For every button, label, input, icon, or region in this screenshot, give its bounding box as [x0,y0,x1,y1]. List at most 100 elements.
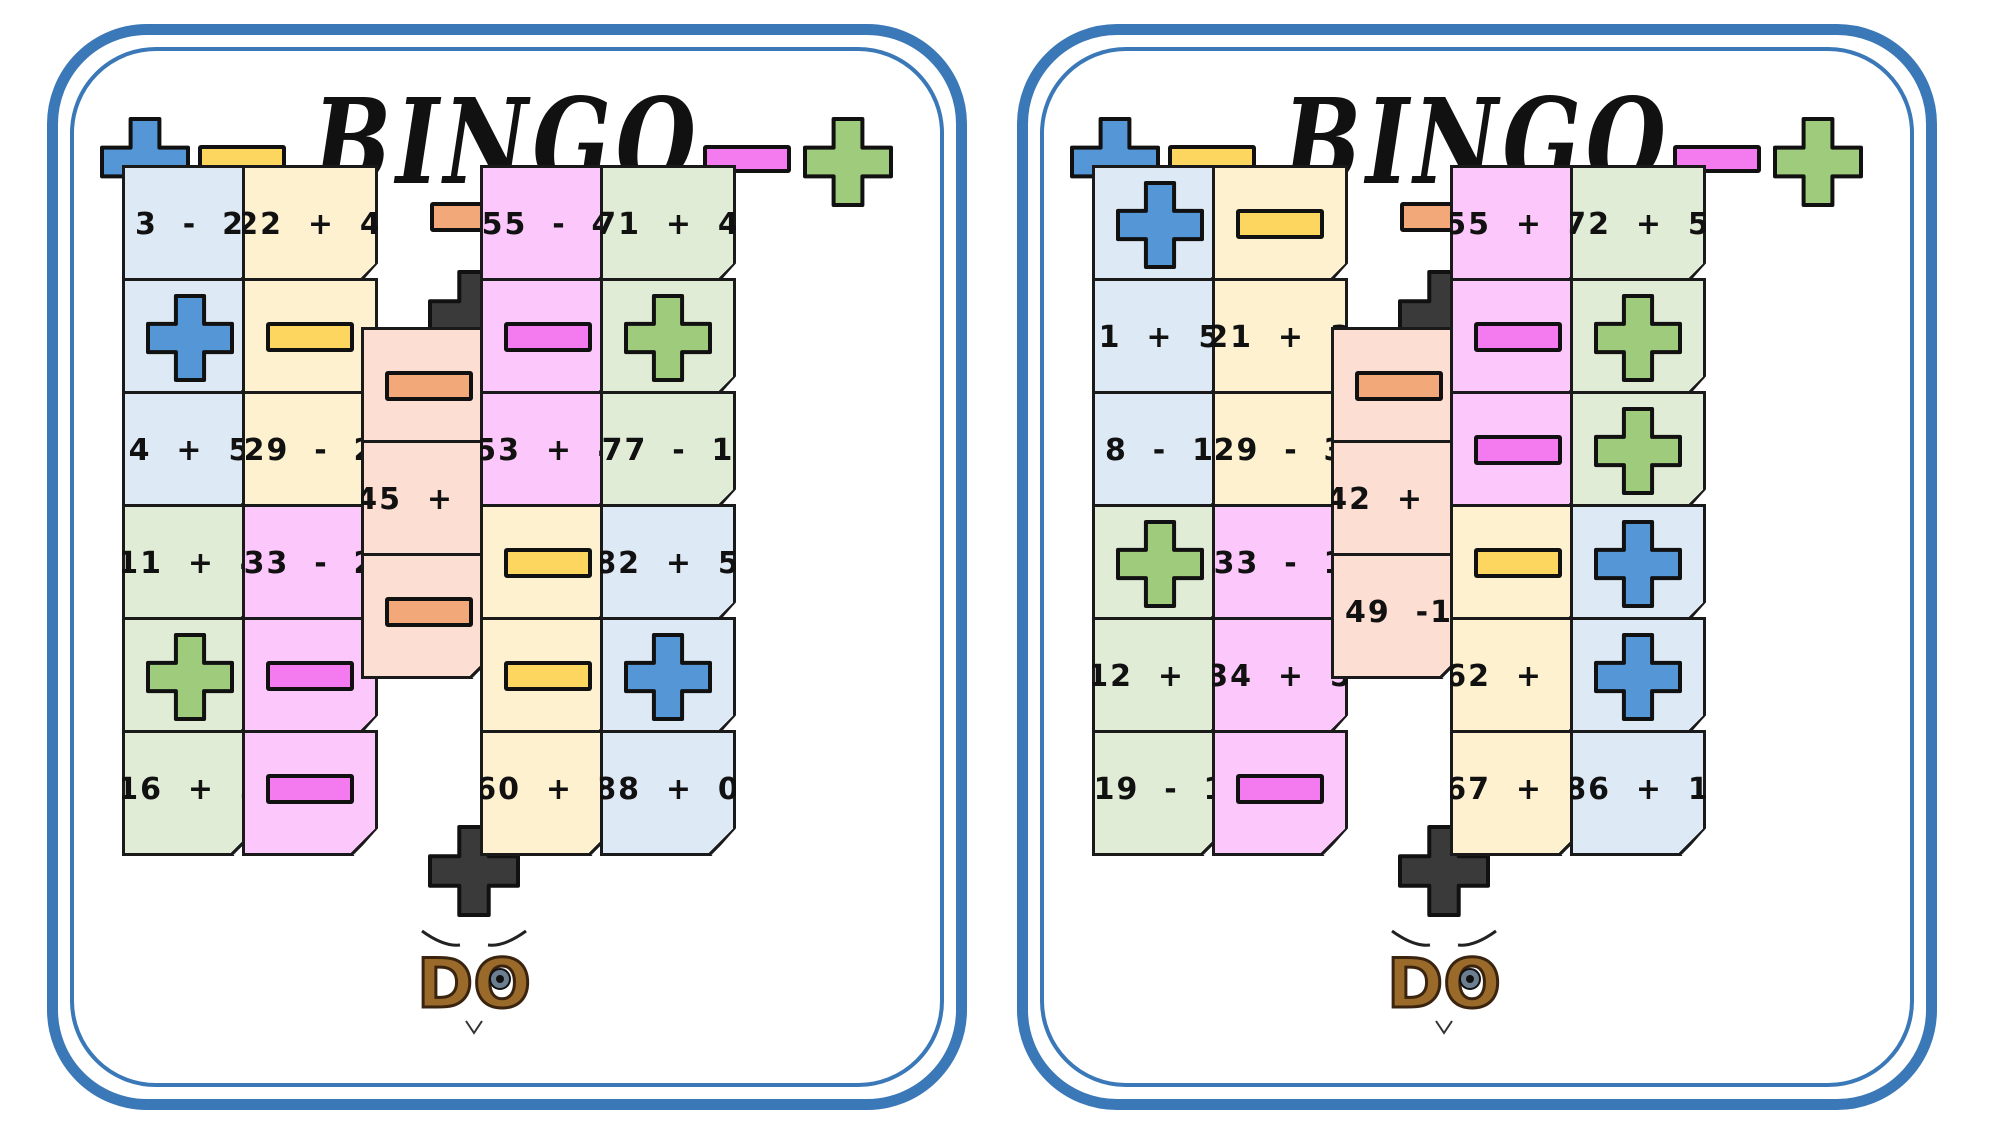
bingo-note[interactable]: 86 + 1 [1570,730,1706,856]
bingo-note[interactable] [361,553,497,679]
bingo-note[interactable]: 45 + 4 [361,440,497,566]
note-expression: 33 - 1 [1213,545,1347,581]
plus-icon [1594,633,1682,721]
minus-icon [385,371,473,401]
minus-icon [1236,774,1324,804]
owl-logo-icon: DO [414,925,534,1035]
minus-icon [1474,548,1562,578]
logo-text: DO [417,945,531,1024]
note-expression: 72 + 5 [1565,206,1711,242]
note-expression: 45 + 4 [356,481,502,517]
bingo-note[interactable] [242,278,378,404]
bingo-note[interactable]: 67 + 1 [1450,730,1586,856]
bingo-note[interactable] [122,278,258,404]
bingo-note[interactable] [600,617,736,743]
bingo-note[interactable]: 55 + 3 [1450,165,1586,291]
bingo-note[interactable] [1570,617,1706,743]
bingo-note[interactable]: 62 + 2 [1450,617,1586,743]
note-expression: 8 - 1 [1105,432,1215,468]
minus-icon [504,548,592,578]
plus-icon [1116,181,1204,269]
minus-icon [504,661,592,691]
note-expression: 22 + 4 [237,206,383,242]
bingo-note[interactable] [1212,165,1348,291]
logo-text: DO [1387,945,1501,1024]
bingo-note[interactable]: 53 + 4 [480,391,616,517]
plus-green-icon [803,117,893,211]
bingo-note[interactable] [1092,504,1228,630]
plus-icon [624,294,712,382]
bingo-note[interactable]: 29 - 2 [242,391,378,517]
bingo-note[interactable] [1570,278,1706,404]
bingo-note[interactable]: 21 + 3 [1212,278,1348,404]
note-expression: 77 - 1 [601,432,735,468]
middle-plus-icon-bottom [428,825,520,921]
bingo-note[interactable] [1450,278,1586,404]
bingo-note[interactable]: 49 -1 [1331,553,1467,679]
bingo-note[interactable] [1212,730,1348,856]
bingo-note[interactable]: 11 + 4 [122,504,258,630]
minus-icon [385,597,473,627]
bingo-note[interactable]: 33 - 2 [242,504,378,630]
bingo-note[interactable]: 72 + 5 [1570,165,1706,291]
bingo-note[interactable]: 3 - 2 [122,165,258,291]
note-expression: 71 + 4 [595,206,741,242]
minus-icon [1236,209,1324,239]
bingo-note[interactable] [361,327,497,453]
bingo-note[interactable] [1331,327,1467,453]
bingo-note[interactable]: 33 - 1 [1212,504,1348,630]
note-expression: 29 - 3 [1213,432,1347,468]
bingo-note[interactable]: 34 + 5 [1212,617,1348,743]
bingo-note[interactable]: 77 - 1 [600,391,736,517]
note-expression: 19 - 1 [1093,771,1227,807]
minus-icon [1474,435,1562,465]
bingo-note[interactable]: 4 + 5 [122,391,258,517]
bingo-note[interactable] [1450,391,1586,517]
note-expression: 12 + 5 [1087,658,1233,694]
note-expression: 88 + 0 [595,771,741,807]
note-expression: 60 + 7 [475,771,621,807]
bingo-note[interactable] [600,278,736,404]
note-expression: 34 + 5 [1207,658,1353,694]
minus-icon [504,322,592,352]
bingo-note[interactable] [1092,165,1228,291]
bingo-note[interactable] [1570,391,1706,517]
minus-icon [266,661,354,691]
bingo-note[interactable]: 1 + 5 [1092,278,1228,404]
note-expression: 42 + 4 [1326,481,1472,517]
bingo-note[interactable]: 60 + 7 [480,730,616,856]
bingo-note[interactable]: 19 - 1 [1092,730,1228,856]
bingo-note[interactable]: 82 + 5 [600,504,736,630]
note-expression: 3 - 2 [135,206,245,242]
bingo-note[interactable]: 16 + 3 [122,730,258,856]
note-expression: 1 + 5 [1098,319,1222,355]
bingo-note[interactable]: 12 + 5 [1092,617,1228,743]
plus-icon [146,633,234,721]
bingo-note[interactable]: 55 - 4 [480,165,616,291]
note-expression: 21 + 3 [1207,319,1353,355]
bingo-note[interactable]: 22 + 4 [242,165,378,291]
bingo-note[interactable]: 42 + 4 [1331,440,1467,566]
card-inner-border [1040,47,1914,1087]
bingo-note[interactable]: 8 - 1 [1092,391,1228,517]
bingo-note[interactable] [1570,504,1706,630]
bingo-note[interactable] [480,278,616,404]
bingo-note[interactable] [1450,504,1586,630]
minus-pink-icon [703,145,791,173]
bingo-note[interactable]: 71 + 4 [600,165,736,291]
plus-icon [1594,407,1682,495]
bingo-note[interactable] [122,617,258,743]
note-expression: 82 + 5 [595,545,741,581]
bingo-note[interactable] [242,730,378,856]
plus-green-icon [1773,117,1863,211]
card-inner-border [70,47,944,1087]
bingo-note[interactable]: 29 - 3 [1212,391,1348,517]
bingo-note[interactable] [242,617,378,743]
bingo-note[interactable] [480,617,616,743]
bingo-note[interactable]: 88 + 0 [600,730,736,856]
plus-icon [1116,520,1204,608]
bingo-note[interactable] [480,504,616,630]
note-expression: 53 + 4 [475,432,621,468]
